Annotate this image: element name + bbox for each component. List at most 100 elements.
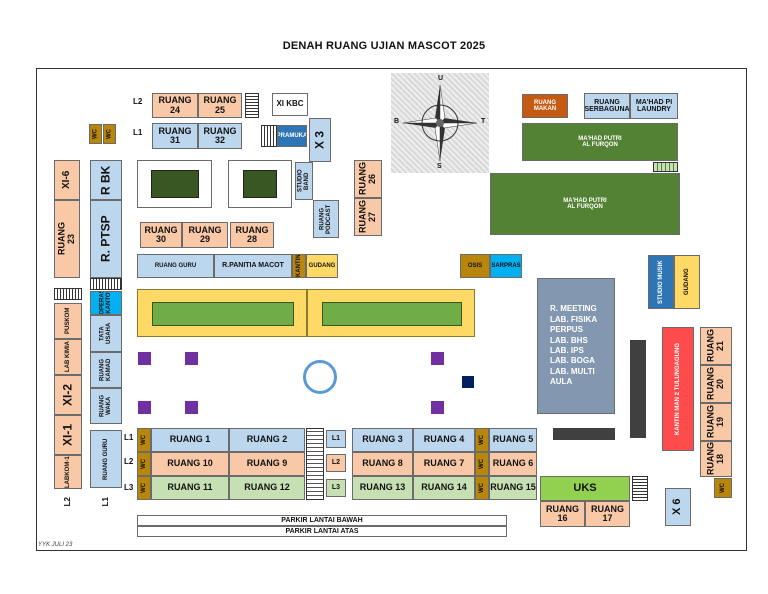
room-14[interactable]: RUANG 14 <box>413 476 475 500</box>
room-koperasi[interactable]: KOPERASI / KANTOR <box>90 291 122 315</box>
room-8[interactable]: RUANG 8 <box>352 452 413 476</box>
field-right <box>307 289 475 337</box>
room-labkom-1[interactable]: LABKOM-1 <box>54 455 82 489</box>
room-gudang[interactable]: GUDANG <box>306 254 338 278</box>
room-podcast[interactable]: RUANG PODCAST <box>313 200 339 238</box>
compass-west: B <box>394 118 400 125</box>
room-xi-1[interactable]: XI-1 <box>54 415 82 455</box>
campus-map-frame <box>36 68 747 551</box>
room-waka[interactable]: RUANG WAKA <box>90 388 122 424</box>
room-xi-6[interactable]: XI-6 <box>54 160 80 200</box>
level-label: L2 <box>63 497 72 507</box>
room-31[interactable]: RUANG 31 <box>152 123 198 149</box>
room-tata-usaha[interactable]: TATA USAHA <box>90 315 122 352</box>
room-xi-kbc[interactable]: XI KBC <box>272 93 308 116</box>
stairs-icon <box>261 125 277 147</box>
level-badge-l1: L1 <box>326 430 346 448</box>
room-6[interactable]: RUANG 6 <box>489 452 537 476</box>
room-studio-musik[interactable]: STUDIO MUSIK <box>648 255 674 309</box>
wc-icon: WC <box>475 476 489 500</box>
room-gudang-2[interactable]: GUDANG <box>674 255 700 309</box>
room-serbaguna[interactable]: RUANG SERBAGUNA <box>584 93 630 119</box>
lab-building[interactable]: R. MEETING LAB. FISIKA PERPUS LAB. BHS L… <box>537 278 615 414</box>
wc-icon: WC <box>89 124 102 144</box>
room-guru[interactable]: RUANG GURU <box>137 254 214 278</box>
room-mahad-putri-2[interactable]: MA'HAD PUTRI AL FURQON <box>490 173 680 235</box>
room-4[interactable]: RUANG 4 <box>413 428 475 452</box>
room-x3[interactable]: X 3 <box>309 118 331 162</box>
wc-icon: WC <box>137 476 151 500</box>
room-1[interactable]: RUANG 1 <box>151 428 229 452</box>
parking-lower[interactable]: PARKIR LANTAI BAWAH <box>137 515 507 526</box>
room-2[interactable]: RUANG 2 <box>229 428 305 452</box>
courtyard-left <box>137 160 212 208</box>
room-studio-band[interactable]: STUDIO BAND <box>295 162 313 200</box>
room-21[interactable]: RUANG 21 <box>700 327 732 365</box>
room-29[interactable]: RUANG 29 <box>182 222 228 248</box>
room-lab-kimia[interactable]: LAB KIMIA <box>54 339 82 375</box>
room-25[interactable]: RUANG 25 <box>198 93 242 118</box>
room-x6[interactable]: X 6 <box>665 488 691 526</box>
wc-icon: WC <box>137 452 151 476</box>
room-5[interactable]: RUANG 5 <box>489 428 537 452</box>
field-left <box>137 289 307 337</box>
room-r-ptsp[interactable]: R. PTSP <box>90 200 122 278</box>
level-label: L2 <box>133 97 143 106</box>
room-7[interactable]: RUANG 7 <box>413 452 475 476</box>
square-marker-icon <box>138 352 151 365</box>
room-puskom[interactable]: PUSKOM <box>54 303 82 339</box>
room-19[interactable]: RUANG 19 <box>700 403 732 441</box>
room-27[interactable]: RUANG 27 <box>354 198 382 236</box>
room-20[interactable]: RUANG 20 <box>700 365 732 403</box>
square-marker-icon <box>185 352 198 365</box>
wc-icon: WC <box>137 428 151 452</box>
stairs-icon <box>632 476 648 501</box>
room-3[interactable]: RUANG 3 <box>352 428 413 452</box>
stairs-icon <box>653 162 678 172</box>
room-18[interactable]: RUANG 18 <box>700 441 732 477</box>
level-label: L2 <box>124 457 134 466</box>
room-pramuka[interactable]: PRAMUKA <box>277 125 307 147</box>
level-badge-l3: L3 <box>326 479 346 497</box>
room-kamad[interactable]: RUANG KAMAD <box>90 352 122 388</box>
room-xi-2[interactable]: XI-2 <box>54 375 82 415</box>
compass-rose-icon <box>391 73 489 173</box>
room-15[interactable]: RUANG 15 <box>489 476 537 500</box>
room-guru-left[interactable]: RUANG GURU <box>90 430 122 488</box>
room-sarpras[interactable]: SARPRAS <box>490 254 522 278</box>
room-mahad-putri-1[interactable]: MA'HAD PUTRI AL FURQON <box>522 123 678 161</box>
stairs-icon <box>306 428 324 500</box>
room-osis[interactable]: OSIS <box>460 254 490 278</box>
compass-east: T <box>481 118 486 125</box>
room-10[interactable]: RUANG 10 <box>151 452 229 476</box>
square-marker-icon <box>462 376 474 388</box>
room-17[interactable]: RUANG 17 <box>585 501 630 527</box>
room-12[interactable]: RUANG 12 <box>229 476 305 500</box>
room-r-bk[interactable]: R BK <box>90 160 122 200</box>
room-mahad-laundry[interactable]: MA'HAD PI LAUNDRY <box>630 93 678 119</box>
room-28[interactable]: RUANG 28 <box>230 222 274 248</box>
room-11[interactable]: RUANG 11 <box>151 476 229 500</box>
room-uks[interactable]: UKS <box>540 476 630 501</box>
room-26[interactable]: RUANG 26 <box>354 160 382 198</box>
room-kantin[interactable]: KANTIN <box>292 254 306 278</box>
square-marker-icon <box>138 401 151 414</box>
room-kantin-man[interactable]: KANTIN MAN 2 TULUNGAGUNG <box>662 327 694 451</box>
square-marker-icon <box>185 401 198 414</box>
room-ruang-makan[interactable]: RUANG MAKAN <box>522 94 568 118</box>
parking-upper[interactable]: PARKIR LANTAI ATAS <box>137 526 507 537</box>
room-30[interactable]: RUANG 30 <box>140 222 182 248</box>
bench-bar <box>553 428 615 440</box>
stairs-icon <box>245 93 259 118</box>
room-32[interactable]: RUANG 32 <box>198 123 242 149</box>
room-16[interactable]: RUANG 16 <box>540 501 585 527</box>
courtyard-right <box>228 160 292 208</box>
room-24[interactable]: RUANG 24 <box>152 93 198 118</box>
room-9[interactable]: RUANG 9 <box>229 452 305 476</box>
map-title: DENAH RUANG UJIAN MASCOT 2025 <box>282 40 486 52</box>
level-label: L3 <box>124 483 134 492</box>
compass-north: U <box>438 75 444 82</box>
room-13[interactable]: RUANG 13 <box>352 476 413 500</box>
room-22-23[interactable]: RUANG 23 <box>54 200 80 278</box>
room-panitia[interactable]: R.PANITIA MACOT <box>214 254 292 278</box>
